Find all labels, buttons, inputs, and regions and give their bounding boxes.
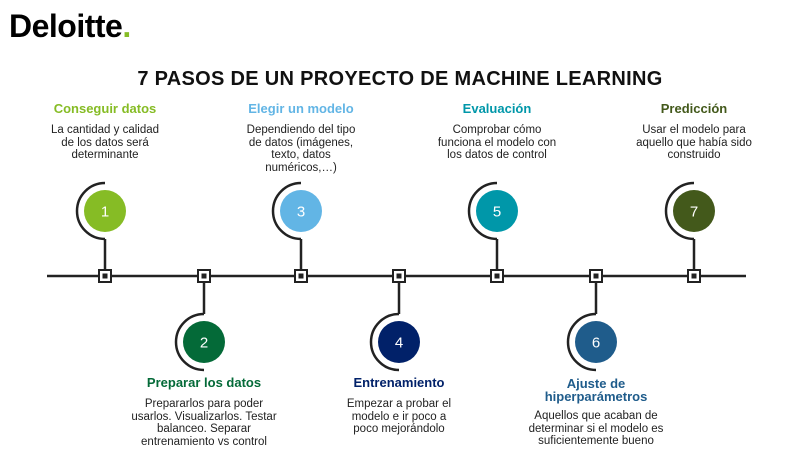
step-5-title: Evaluación <box>462 101 532 116</box>
step-1-title: Conseguir datos <box>53 101 157 116</box>
step-5-description: Comprobar cómo funciona el modelo con lo… <box>437 124 557 161</box>
logo-dot: . <box>122 8 131 44</box>
step-5-marker-dot <box>494 273 500 279</box>
step-3-number: 3 <box>297 204 305 221</box>
step-1-description: La cantidad y calidad de los datos será … <box>50 124 160 161</box>
step-1-marker-dot <box>102 273 108 279</box>
timeline-steps: 1 2 3 4 5 6 7 <box>75 181 715 372</box>
step-7-number: 7 <box>690 204 698 221</box>
step-2-arc <box>174 312 205 372</box>
step-4-marker-dot <box>396 273 402 279</box>
step-6-arc <box>566 312 597 372</box>
step-3-marker-dot <box>298 273 304 279</box>
step-1-number: 1 <box>101 204 109 221</box>
step-5-arc <box>467 181 498 241</box>
step-5-number: 5 <box>493 204 501 221</box>
step-3-circle <box>280 190 322 232</box>
step-7-marker-dot <box>691 273 697 279</box>
step-3-description: Dependiendo del tipo de datos (imágenes,… <box>246 124 356 174</box>
step-7-description: Usar el modelo para aquello que había si… <box>636 124 752 161</box>
page-title: 7 PASOS DE UN PROYECTO DE MACHINE LEARNI… <box>137 68 663 90</box>
step-6-circle <box>575 321 617 363</box>
step-4-number: 4 <box>395 335 403 352</box>
step-3-arc <box>271 181 302 241</box>
step-2-circle <box>183 321 225 363</box>
step-2-description: Prepararlos para poder usarlos. Visualiz… <box>131 398 277 448</box>
deloitte-logo: Deloitte. <box>9 6 131 46</box>
step-3-title: Elegir un modelo <box>248 101 354 116</box>
step-4-circle <box>378 321 420 363</box>
step-6-description: Aquellos que acaban de determinar si el … <box>528 410 664 447</box>
step-2-number: 2 <box>200 335 208 352</box>
step-7-title: Predicción <box>660 101 728 116</box>
step-4-title: Entrenamiento <box>353 375 445 390</box>
step-7-circle <box>673 190 715 232</box>
step-6-marker-dot <box>593 273 599 279</box>
step-2-title: Preparar los datos <box>146 375 262 390</box>
step-2-marker-dot <box>201 273 207 279</box>
step-7-arc <box>664 181 695 241</box>
step-6-title: Ajuste de hiperparámetros <box>544 376 648 404</box>
step-4-description: Empezar a probar el modelo e ir poco a p… <box>346 398 452 435</box>
step-5-circle <box>476 190 518 232</box>
step-6-number: 6 <box>592 335 600 352</box>
logo-text: Deloitte <box>9 8 123 44</box>
step-1-arc <box>75 181 106 241</box>
step-1-circle <box>84 190 126 232</box>
step-4-arc <box>369 312 400 372</box>
